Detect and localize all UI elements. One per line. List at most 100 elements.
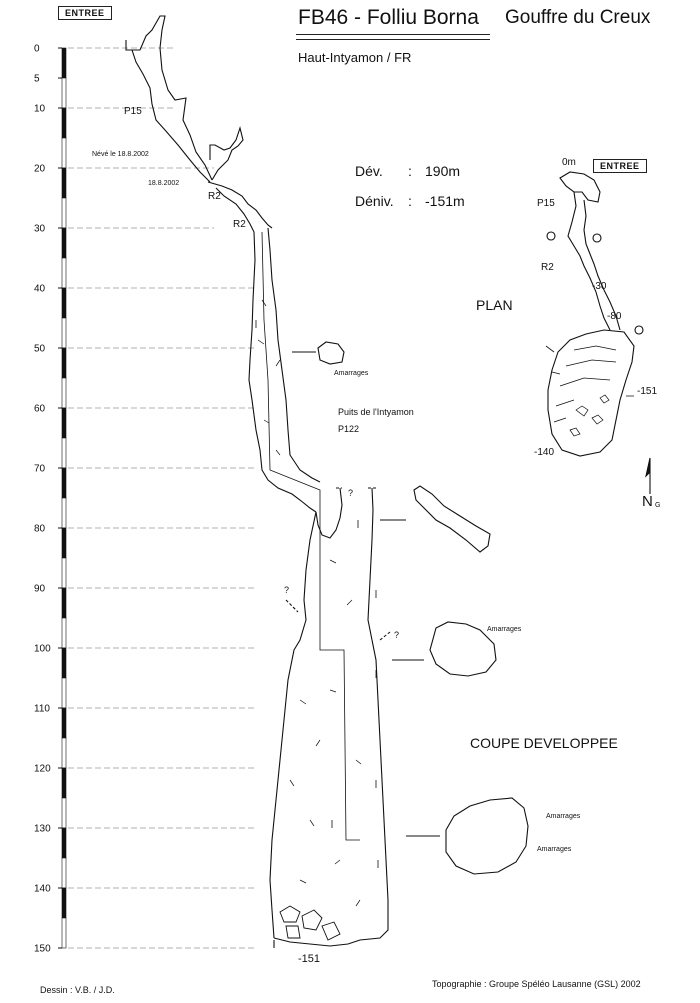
dev-value: 190m: [425, 163, 461, 179]
plan-view: [545, 171, 651, 494]
page-subtitle: Gouffre du Creux: [505, 7, 651, 28]
scale-tick-label: 70: [34, 464, 46, 475]
plan-label-0m: 0m: [562, 157, 576, 168]
scale-tick-label: 10: [34, 104, 46, 115]
scale-tick-label: 130: [34, 824, 51, 835]
plan-station-1: [546, 231, 556, 241]
page-title: FB46 - Folliu Borna: [298, 6, 479, 29]
deniv-value: -151m: [425, 193, 465, 209]
scale-segment: [61, 437, 67, 469]
deniv-sep: :: [408, 193, 412, 209]
scale-segment: [61, 497, 67, 529]
profile-chamber-right: [359, 639, 389, 941]
profile-ledge-2: [285, 599, 299, 613]
scale-segment: [61, 107, 67, 139]
label-r2-lower: R2: [233, 219, 246, 230]
plan-label-30: -30: [592, 281, 607, 292]
scale-tick-label: 40: [34, 284, 46, 295]
plan-passage-upper: [567, 191, 611, 331]
label-question-2: ?: [284, 585, 290, 595]
scale-segment: [61, 737, 67, 769]
plan-label-r2: R2: [541, 262, 554, 273]
profile-chamber-floor: [273, 937, 361, 947]
label-question-3: ?: [394, 630, 400, 640]
scale-segment: [61, 527, 67, 559]
plan-chamber-inner: [553, 345, 617, 423]
deniv-label: Déniv.: [355, 193, 394, 209]
bottom-depth-label: -151: [298, 953, 321, 965]
north-arrow: [645, 457, 651, 494]
scale-segment: [61, 827, 67, 859]
scale-tick-label: 60: [34, 404, 46, 415]
cave-profile: [125, 15, 391, 948]
label-date: 18.8.2002: [148, 180, 180, 187]
profile-arrow-marks: [255, 320, 379, 868]
profile-boulders: [279, 905, 341, 941]
scale-tick-label: 30: [34, 224, 46, 235]
scale-segment: [61, 287, 67, 319]
scale-segment: [61, 887, 67, 919]
cross-section-3: [429, 621, 497, 677]
scale-segment: [61, 797, 67, 829]
section-title: COUPE DEVELOPPEE: [470, 735, 618, 751]
plan-label-140: -140: [534, 447, 555, 458]
profile-r2-step: [207, 181, 273, 229]
scale-segment: [61, 47, 67, 79]
scale-segment: [61, 647, 67, 679]
scale-segment: [61, 557, 67, 589]
scale-tick-label: 100: [34, 644, 51, 655]
footer-topographie: Topographie : Groupe Spéléo Lausanne (GS…: [432, 979, 641, 989]
plan-entrance-chamber: [559, 171, 601, 203]
plan-passage-upper-2: [583, 199, 621, 331]
scale-tick-label: 20: [34, 164, 46, 175]
profile-texture: [257, 299, 362, 907]
dev-sep: :: [408, 163, 412, 179]
scale-segment: [61, 77, 67, 109]
profile-shaft-left-upper: [248, 231, 317, 513]
scale-segment: [61, 317, 67, 349]
profile-entrance-wall-left: [131, 49, 211, 183]
scale-segment: [61, 377, 67, 409]
north-label: N: [642, 493, 653, 510]
label-amarrages-1: Amarrages: [334, 370, 369, 377]
profile-entrance-wall: [125, 15, 213, 181]
scale-segment: [61, 617, 67, 649]
scale-segment: [61, 347, 67, 379]
profile-shaft-left-mid: [293, 511, 317, 651]
scale-segment: [61, 467, 67, 499]
plan-title: PLAN: [476, 297, 513, 313]
title-underline: [296, 34, 490, 40]
plan-label-p15: P15: [537, 198, 555, 209]
north-sub-label: G: [655, 502, 661, 509]
plan-station-2: [592, 233, 602, 243]
scale-tick-label: 50: [34, 344, 46, 355]
label-puits-depth: P122: [338, 424, 360, 434]
cross-section-2: [413, 485, 491, 553]
scale-segment: [61, 767, 67, 799]
plan-label-80: -80: [607, 311, 622, 322]
cross-section-4: [445, 797, 529, 875]
entree-box-plan: ENTREE: [593, 159, 647, 173]
scale-segment: [61, 227, 67, 259]
scale-tick-label: 5: [34, 74, 40, 85]
profile-chamber-upper: [315, 487, 343, 539]
profile-shaft-right-mid: [367, 487, 374, 641]
region-label: Haut-Intyamon / FR: [298, 50, 412, 65]
entree-box-profile: ENTREE: [58, 6, 112, 20]
scale-segment: [61, 197, 67, 229]
plan-big-chamber: [547, 329, 635, 457]
label-amarrages-4: Amarrages: [537, 846, 572, 853]
scale-tick-label: 90: [34, 584, 46, 595]
cross-sections: [292, 341, 529, 875]
scale-segment: [61, 137, 67, 169]
scale-segment: [61, 857, 67, 889]
scale-tick-label: 120: [34, 764, 51, 775]
scale-segment: [61, 167, 67, 199]
scale-tick-label: 140: [34, 884, 51, 895]
scale-segment: [61, 917, 67, 949]
label-puits-name: Puits de l'Intyamon: [338, 407, 414, 417]
profile-r2-wall: [209, 126, 244, 181]
scale-tick-label: 150: [34, 944, 51, 955]
